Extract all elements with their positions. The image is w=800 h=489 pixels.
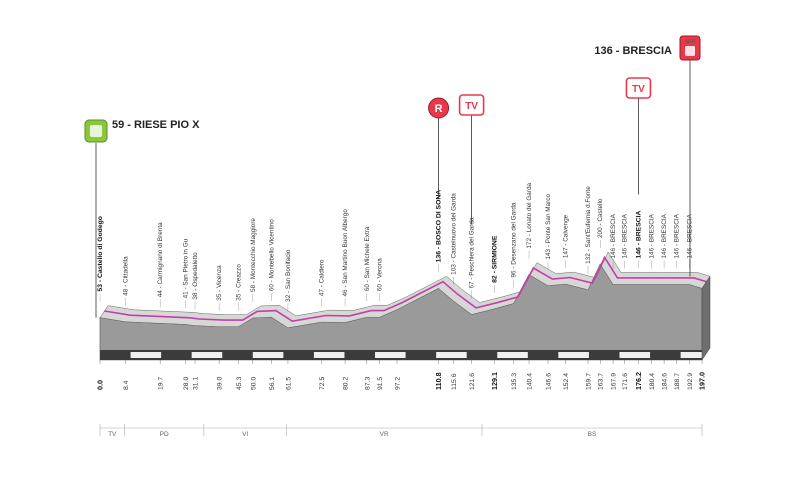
categorized-climb-icon [428, 97, 450, 119]
town-label: 35 - Creazzo [235, 264, 242, 301]
km-label: 197.0 [698, 372, 707, 390]
km-label: 80.2 [343, 377, 350, 390]
finish-banner-text: ARR [685, 39, 696, 45]
town-label: 136 - BOSCO DI SONA [436, 190, 443, 263]
town-label: 147 - Calvenge [563, 214, 570, 258]
finish-banner-icon-inner [685, 46, 695, 56]
base-strip-segment [497, 352, 528, 358]
town-label: 146 - BRESCIA [621, 213, 628, 258]
town-label: 44 - Carmignano di Brenta [157, 222, 164, 297]
province-label: PD [160, 431, 169, 438]
town-label: 146 - BRESCIA [674, 213, 681, 258]
km-label: 115.6 [451, 373, 458, 390]
town-label: 146 - BRESCIA [610, 213, 617, 258]
km-label: 28.0 [183, 377, 190, 390]
km-label: 135.3 [511, 373, 518, 390]
town-label: 82 - SIRMIONE [492, 235, 499, 283]
town-label: 103 - Castelnuovo del Garda [450, 193, 457, 275]
marker-label: R [435, 103, 443, 115]
km-label: 129.1 [490, 372, 499, 390]
start-town-label: 59 - RIESE PIO X [112, 119, 200, 131]
start-flag-icon-inner [90, 125, 102, 137]
town-label: 67 - Peschiera del Garda [469, 217, 476, 288]
base-strip-segment [436, 352, 467, 358]
town-label: 35 - Vicenza [216, 265, 223, 301]
km-label: 110.8 [434, 372, 443, 390]
km-label: 159.7 [586, 373, 593, 390]
km-label: 188.7 [674, 373, 681, 390]
province-label: VI [242, 431, 248, 438]
km-label: 91.5 [377, 377, 384, 390]
km-label: 8.4 [123, 380, 130, 390]
town-label: 53 - Castello di Godego [97, 216, 104, 292]
profile-end-cap [701, 275, 711, 361]
km-label: 176.2 [634, 372, 643, 390]
base-strip-segment [619, 352, 651, 358]
km-label: 97.2 [395, 377, 402, 390]
tv-icon [458, 94, 485, 116]
town-label: 60 - San Michele Extra [364, 226, 371, 291]
marker-label: TV [632, 84, 645, 95]
town-label: 132 - Sant'Eufemia d.Fonte [585, 186, 592, 264]
town-label: 146 - BRESCIA [661, 213, 668, 258]
km-label: 72.5 [319, 377, 326, 390]
base-strip-segment [313, 352, 345, 358]
base-strip-segment [191, 352, 223, 358]
km-label: 19.7 [158, 377, 165, 390]
town-label: 47 - Caldiero [319, 259, 326, 296]
town-label: 60 - Montebello Vicentino [268, 219, 275, 291]
town-label: 48 - Cittadella [123, 256, 130, 296]
finish-town-label: 136 - BRESCIA [594, 45, 672, 57]
town-label: 46 - San Martino Buon Albergo [342, 209, 349, 297]
km-label: 167.9 [611, 373, 618, 390]
km-label: 31.1 [193, 377, 200, 390]
base-strip-segment [558, 352, 589, 358]
km-label: 180.4 [649, 373, 656, 390]
km-label: 121.6 [469, 373, 476, 390]
base-strip-segment [130, 352, 162, 358]
base-strip-segment [375, 352, 406, 358]
km-label: 140.4 [527, 373, 534, 390]
town-label: 41 - San Pietro in Gu [183, 238, 190, 298]
province-label: BS [588, 431, 597, 438]
km-label: 184.6 [662, 373, 669, 390]
km-label: 192.9 [687, 373, 694, 390]
town-label: 172 - Lonato del Garda [526, 182, 533, 248]
km-label: 50.0 [250, 377, 257, 390]
town-label: 146 - BRESCIA [635, 210, 642, 258]
town-label: 96 - Desenzano del Garda [510, 202, 517, 277]
town-label: 38 - Ospedaletto [192, 252, 199, 300]
province-label: VR [380, 431, 389, 438]
town-label: 32 - San Bonifacio [285, 249, 292, 302]
town-label: 146 - BRESCIA [648, 213, 655, 258]
town-label: 200 - Castello [597, 198, 604, 238]
km-label: 39.0 [217, 377, 224, 390]
town-label: 143 - Ponte San Marco [545, 193, 552, 259]
province-label: TV [108, 431, 117, 438]
marker-label: TV [465, 101, 478, 112]
km-label: 171.6 [622, 373, 629, 390]
km-label: 152.4 [563, 373, 570, 390]
base-strip-segment [252, 352, 284, 358]
route-line [104, 255, 707, 323]
km-label: 87.3 [364, 377, 371, 390]
km-label: 61.5 [285, 377, 292, 390]
km-label: 0.0 [96, 380, 105, 390]
km-label: 146.6 [545, 373, 552, 390]
km-label: 45.3 [236, 377, 243, 390]
km-label: 56.1 [269, 377, 276, 390]
km-label: 163.7 [598, 373, 605, 390]
tv-icon [625, 77, 652, 99]
base-strip-segment [680, 352, 702, 358]
town-label: 58 - Montecchio Maggiore [250, 218, 257, 292]
town-label: 60 - Verona [377, 258, 384, 291]
